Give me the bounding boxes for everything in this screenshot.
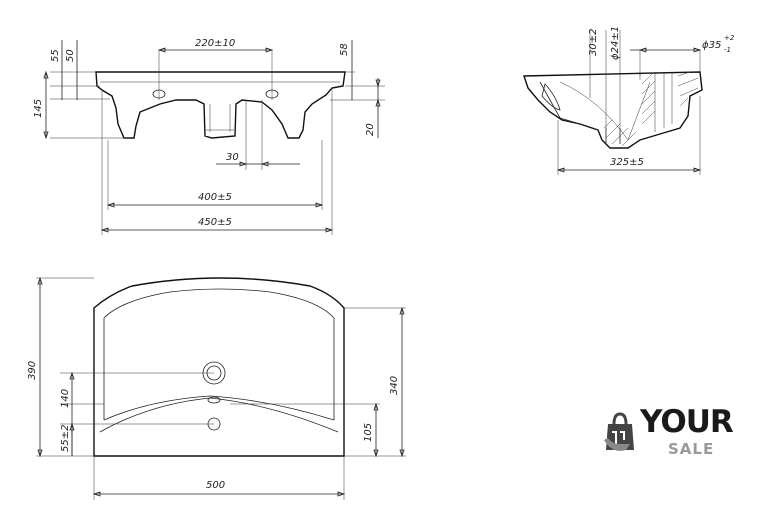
top-overflow: [207, 396, 221, 404]
shopping-bag-hand-icon: [604, 412, 634, 451]
dim-400: 400±5: [198, 192, 232, 203]
dim-side-35: ϕ35: [702, 40, 721, 51]
dim-500: 500: [206, 480, 225, 491]
brand-word-your: YOUR: [640, 404, 734, 440]
front-basin-outline: [95, 71, 346, 139]
dim-side-35-lower: -1: [724, 46, 731, 54]
dim-340: 340: [389, 376, 400, 395]
dim-58: 58: [339, 43, 350, 56]
dim-30: 30: [226, 152, 239, 163]
dim-140: 140: [60, 389, 71, 408]
side-view: 30±2 ϕ24±1 ϕ35 +2 -1 325±5: [523, 26, 735, 175]
dim-55-2: 55±2: [60, 425, 71, 452]
dim-450: 450±5: [198, 217, 232, 228]
dim-50: 50: [65, 49, 76, 62]
brand-word-sale: SALE: [668, 440, 715, 458]
dim-105: 105: [363, 423, 374, 442]
dim-145: 145: [33, 99, 44, 118]
top-bowl-outline: [103, 288, 335, 420]
dim-55: 55: [50, 49, 61, 62]
dim-side-35-upper: +2: [724, 34, 735, 42]
side-basin-outline: [523, 71, 703, 149]
front-view: 220±10 55 50 145 58 20 30 400±5 450±5: [33, 38, 385, 235]
yoursale-logo: YOUR SALE: [602, 404, 752, 462]
top-view: 390 140 55±2 340 105 500: [27, 276, 406, 500]
top-basin-outline: [93, 277, 345, 457]
dim-side-24: ϕ24±1: [610, 26, 621, 60]
dim-20: 20: [365, 123, 376, 136]
dim-390: 390: [27, 361, 38, 380]
dim-side-325: 325±5: [610, 157, 644, 168]
dim-220: 220±10: [195, 38, 235, 49]
dim-side-30: 30±2: [588, 29, 599, 56]
